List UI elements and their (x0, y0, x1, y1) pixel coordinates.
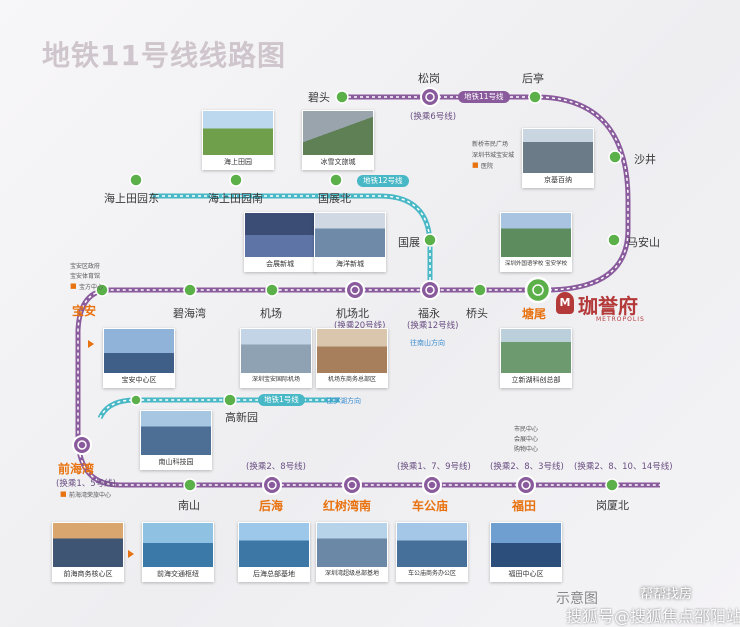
station-dot-bihaiwan (183, 283, 197, 297)
note-futian-3: 购物中心 (514, 446, 539, 453)
station-dot-htyd (129, 173, 143, 187)
label-htyd: 海上田园东 (104, 192, 159, 205)
line-11-track (75, 94, 660, 488)
label-chegongmiao: 车公庙 (412, 499, 449, 513)
label-gangxiabei: 岗厦北 (596, 499, 629, 512)
brand-sub: METROPOLIS (596, 316, 645, 323)
card-bingxue: 冰雪文旅城 (302, 110, 374, 170)
xfer-jichangbei: (换乘20号线) (334, 321, 386, 331)
line-12-pill: 地铁12号线 (357, 175, 409, 187)
label-houhai: 后海 (259, 499, 284, 513)
label-shajing: 沙井 (634, 153, 656, 166)
label-qiaotou: 桥头 (466, 307, 488, 320)
station-markers (95, 90, 622, 492)
label-houting: 后亭 (522, 72, 544, 85)
xfer-houhai: (换乘2、8号线) (246, 462, 306, 472)
note-futian-2: 会展中心 (514, 436, 539, 443)
label-bitou: 碧头 (308, 91, 330, 104)
brand-mark-icon: M (556, 292, 574, 314)
card-airport-east: 机场东商务总部区 (316, 328, 388, 388)
label-htyn: 海上田园南 (208, 192, 263, 205)
card-airport: 深圳宝安国际机场 (240, 328, 312, 388)
card-baoan-center: 宝安中心区 (103, 328, 175, 388)
card-lixin: 立新湖科创总部 (500, 328, 572, 388)
note-baoan-center: 宝方中心 (79, 284, 104, 291)
label-fuyong: 福永 (418, 307, 440, 320)
label-bihaiwan: 碧海湾 (173, 307, 206, 320)
label-guozhan: 国展 (398, 236, 420, 249)
label-maanshan: 马安山 (627, 236, 660, 249)
brand-name: 珈誉府 (578, 294, 638, 318)
dir-gaoxinyuan: 往罗湖方向 (326, 397, 361, 405)
page-title: 地铁11号线线路图 (42, 39, 286, 72)
card-jingji: 京基百纳 (522, 128, 594, 188)
station-dot-maanshan (607, 233, 621, 247)
center-icon: ■ (70, 282, 77, 290)
qianhai-icon: ■ (60, 490, 67, 498)
transfer-markers (72, 87, 536, 495)
note-qianhaiwan: 前海湾荣旅中心 (69, 492, 112, 499)
card-shenzhenwan: 深圳湾超级总部基地 (316, 522, 388, 582)
note-baoan-1: 宝安区政府 (70, 263, 101, 270)
label-futian: 福田 (512, 499, 537, 513)
card-haiyang: 海洋新城 (314, 212, 386, 272)
station-dot-bitou (335, 90, 349, 104)
xfer-fuyong: (换乘12号线) (407, 321, 459, 331)
label-jichang: 机场 (260, 307, 282, 320)
card-huizhan: 会展新城 (244, 212, 316, 272)
hospital-icon: ■ (472, 161, 479, 169)
xfer-gangxiabei: (换乘2、8、10、14号线) (574, 462, 673, 472)
card-futian-center: 福田中心区 (490, 522, 562, 582)
note-shajing-2: 深圳书城宝安城 (472, 152, 515, 159)
card-qianhai-traffic: 前海交通枢纽 (142, 522, 214, 582)
xfer-futian: (换乘2、8、3号线) (490, 462, 564, 472)
station-dot-houting (528, 90, 542, 104)
station-dot-htyn (229, 173, 243, 187)
card-foreign-school: 深圳外国语学校 宝安学校 (500, 212, 572, 272)
xfer-qianhaiwan: (换乘1、5号线) (56, 479, 116, 489)
note-shajing-1: 新桥市民广场 (472, 141, 509, 148)
station-tangwei-highlight (524, 276, 552, 304)
station-dot-guozhanbei (329, 173, 343, 187)
line-11-pill: 地铁11号线 (458, 91, 510, 103)
label-guozhanbei: 国展北 (318, 192, 351, 205)
station-dot-baoan (95, 283, 109, 297)
dir-fuyong: 往南山方向 (410, 339, 445, 347)
card-nanshan-tech: 南山科技园 (140, 410, 212, 470)
card-qianhai-core: 前海商务核心区 (52, 522, 124, 582)
station-dot-jichang (265, 283, 279, 297)
label-hongshuwan: 红树湾南 (323, 499, 372, 513)
brand-logo: M 珈誉府 METROPOLIS (556, 290, 676, 326)
label-gaoxinyuan: 高新园 (225, 411, 258, 424)
label-nanshan: 南山 (178, 499, 200, 512)
label-jichangbei: 机场北 (336, 307, 369, 320)
note-futian-1: 市民中心 (514, 426, 539, 433)
station-dot-line1-a (130, 394, 142, 406)
station-dot-gangxiabei (605, 478, 619, 492)
watermark-sohu: 搜狐号@搜狐焦点邵阳站 (566, 607, 740, 626)
watermark-bang: 帮帮找房 (640, 587, 693, 602)
label-songgang: 松岗 (418, 72, 440, 85)
card-chegongmiao-office: 车公庙商务办公区 (396, 522, 468, 582)
label-baoan: 宝安 (72, 304, 97, 318)
xfer-songgang: (换乘6号线) (410, 112, 457, 122)
note-baoan-2: 宝安体育馆 (70, 273, 101, 280)
note-shajing-hospital: 医院 (481, 163, 494, 170)
station-dot-qiaotou (473, 283, 487, 297)
caption: 示意图 (556, 591, 598, 607)
station-dot-nanshan (183, 478, 197, 492)
station-dot-guozhan (423, 233, 437, 247)
station-dot-shajing (608, 150, 622, 164)
label-qianhaiwan: 前海湾 (58, 462, 95, 476)
card-haishangtianyuan: 海上田园 (202, 110, 274, 170)
xfer-chegongmiao: (换乘1、7、9号线) (397, 462, 471, 472)
label-tangwei: 塘尾 (522, 307, 547, 321)
station-dot-gaoxinyuan (223, 393, 237, 407)
line-1-pill: 地铁1号线 (258, 394, 305, 406)
card-houhai-hq: 后海总部基地 (238, 522, 310, 582)
